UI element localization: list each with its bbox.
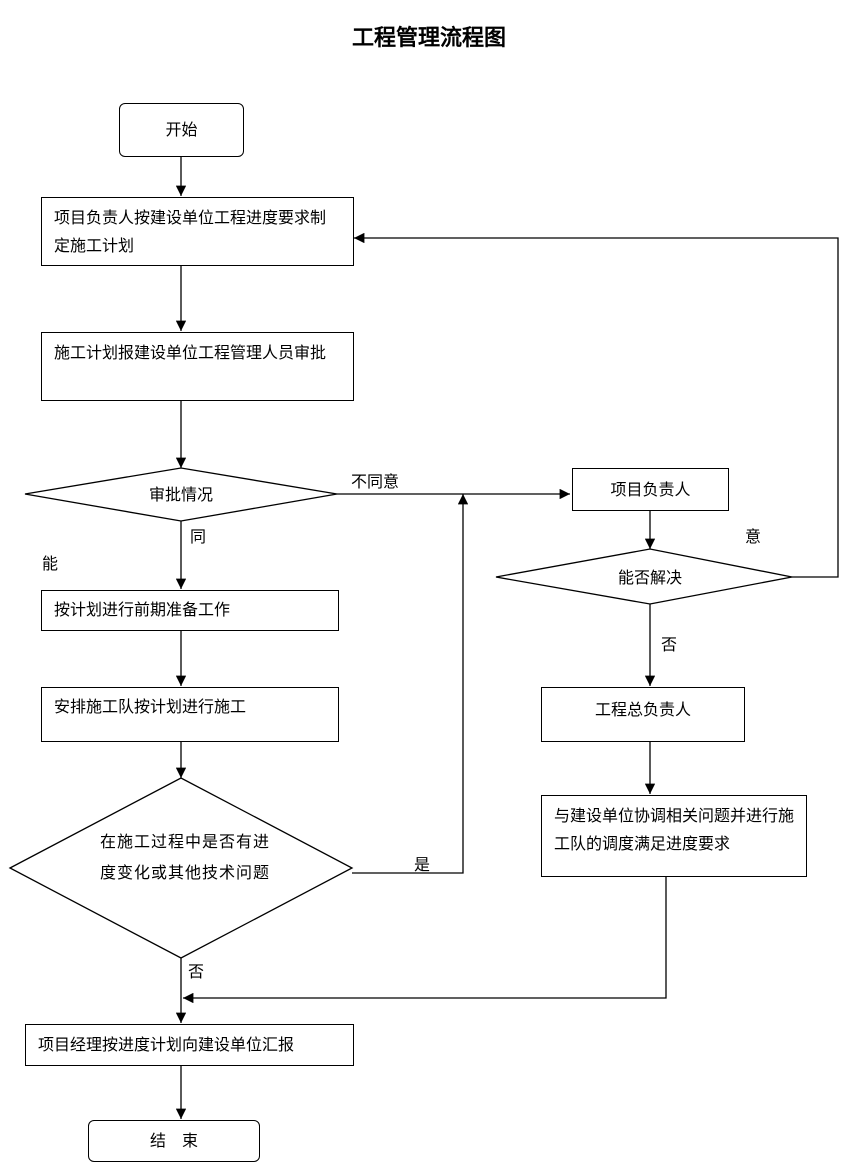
report-approval-node: 施工计划报建设单位工程管理人员审批 (41, 332, 354, 401)
preparation-label: 按计划进行前期准备工作 (54, 600, 231, 619)
report-progress-node: 项目经理按进度计划向建设单位汇报 (25, 1024, 354, 1066)
end-label: 结 束 (149, 1131, 198, 1150)
pm-leader-node: 项目负责人 (572, 468, 729, 511)
arrange-team-label: 安排施工队按计划进行施工 (54, 697, 247, 716)
arrow-coordinate-to-report (183, 877, 667, 1004)
edge-label-agree-part2: 意 (745, 527, 762, 546)
coordinate-node: 与建设单位协调相关问题并进行施工队的调度满足进度要求 (541, 795, 807, 877)
approval-status-label: 审批情况 (148, 485, 213, 504)
can-resolve-label: 能否解决 (617, 568, 682, 587)
report-progress-label: 项目经理按进度计划向建设单位汇报 (38, 1035, 295, 1054)
arrow-resolve-yes-to-plan (354, 232, 839, 578)
edge-label-can: 能 (42, 554, 59, 573)
pm-leader-label: 项目负责人 (610, 479, 691, 499)
edge-label-agree-part1: 同 (190, 527, 207, 546)
plan-node: 项目负责人按建设单位工程进度要求制定施工计划 (41, 197, 354, 266)
issue-diamond (8, 777, 354, 959)
preparation-node: 按计划进行前期准备工作 (41, 590, 339, 631)
plan-label: 项目负责人按建设单位工程进度要求制定施工计划 (54, 208, 327, 255)
chief-leader-node: 工程总负责人 (541, 687, 745, 742)
edge-label-disagree: 不同意 (351, 472, 400, 491)
page-title: 工程管理流程图 (351, 25, 506, 51)
end-node: 结 束 (88, 1120, 260, 1162)
construction-issue-label: 在施工过程中是否有进度变化或其他技术问题 (100, 832, 271, 882)
report-approval-label: 施工计划报建设单位工程管理人员审批 (54, 343, 327, 362)
start-node: 开始 (119, 103, 244, 157)
coordinate-label: 与建设单位协调相关问题并进行施工队的调度满足进度要求 (554, 806, 795, 853)
edge-label-yes-issue: 是 (414, 855, 431, 874)
edge-label-no-resolve: 否 (661, 635, 678, 654)
edge-label-no-issue: 否 (188, 962, 205, 981)
arrange-team-node: 安排施工队按计划进行施工 (41, 687, 339, 742)
start-label: 开始 (165, 120, 198, 139)
chief-leader-label: 工程总负责人 (594, 700, 691, 719)
arrow-issue-yes (352, 494, 469, 874)
